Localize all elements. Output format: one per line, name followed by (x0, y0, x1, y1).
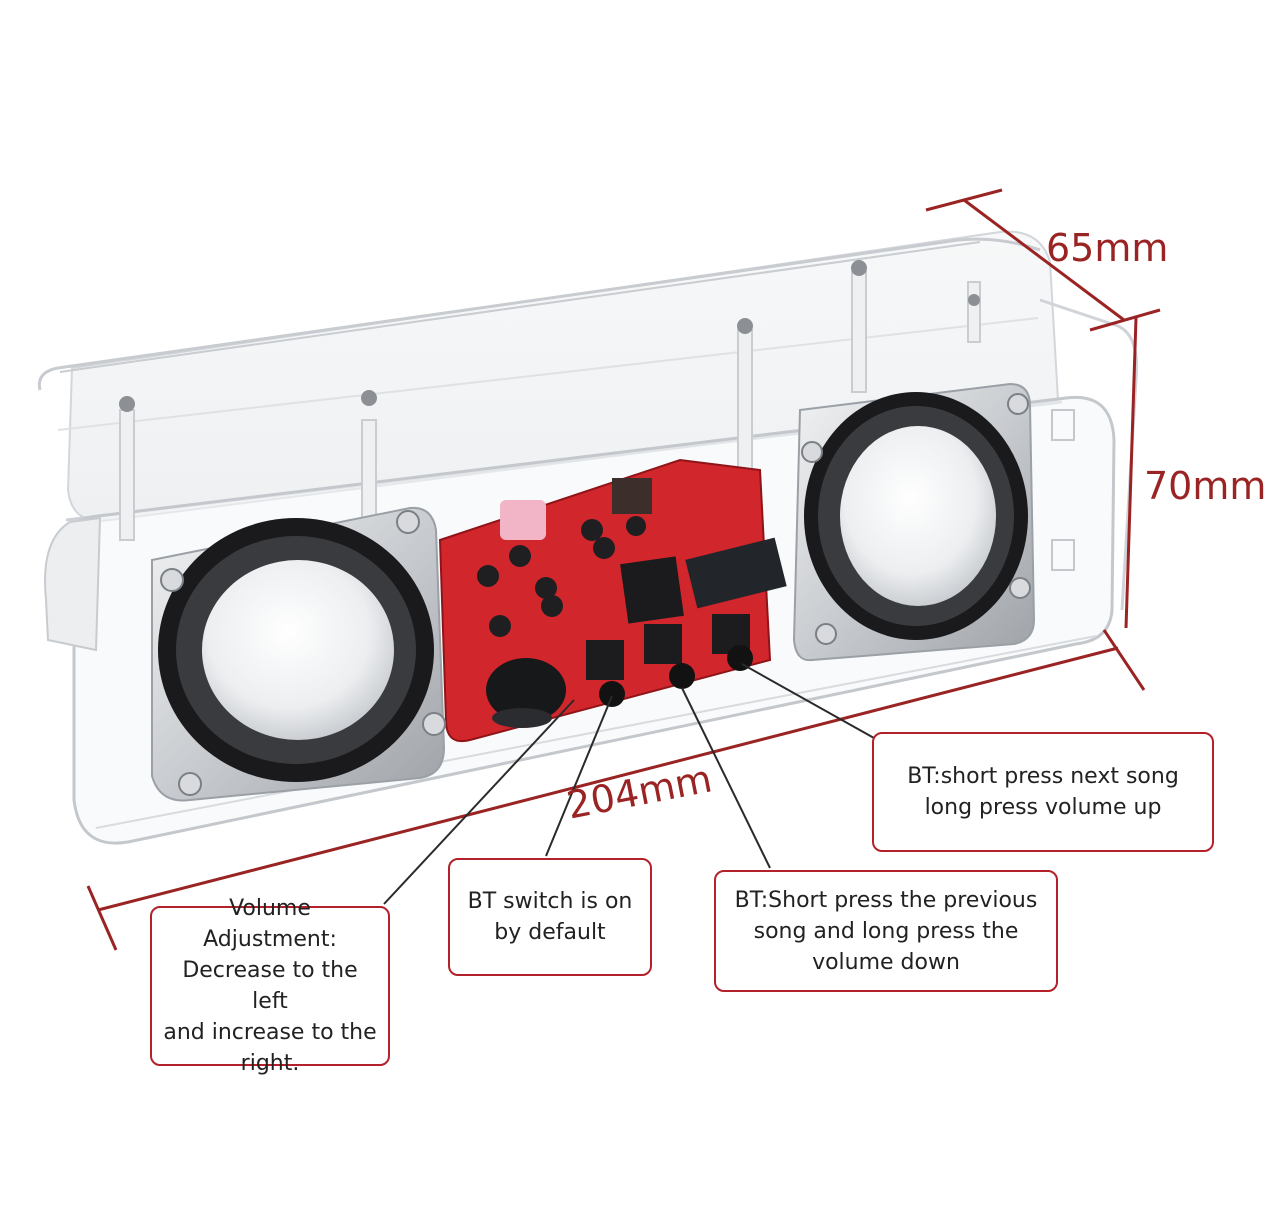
height-dimension: 70mm (1144, 464, 1267, 508)
callout-line: Decrease to the left (182, 958, 358, 1014)
callout-line: BT switch is on (467, 889, 633, 914)
callout-line: and increase to the (163, 1020, 377, 1045)
previous-song-callout: BT:Short press the previous song and lon… (714, 870, 1058, 992)
callout-line: right. (240, 1051, 300, 1076)
right-speaker (792, 382, 1036, 662)
callout-line: Volume Adjustment: (203, 896, 337, 952)
dimension-lines (86, 188, 1161, 951)
back-panel (59, 230, 1139, 611)
callout-line: BT:short press next song (907, 764, 1179, 789)
screws (119, 260, 980, 412)
volume-callout: Volume Adjustment: Decrease to the left … (150, 896, 390, 1076)
leader-lines (383, 663, 875, 905)
callout-line: song and long press the (753, 918, 1019, 944)
callout-line: by default (494, 920, 606, 945)
bt-switch-callout: BT switch is on by default (448, 858, 652, 976)
callout-line: long press volume up (924, 795, 1162, 820)
depth-dimension: 65mm (1046, 226, 1169, 270)
end-cap (44, 516, 102, 652)
next-song-callout: BT:short press next song long press volu… (872, 732, 1214, 852)
circuit-board (438, 458, 787, 742)
callout-line: BT:Short press the previous (734, 887, 1038, 913)
callout-line: volume down (812, 949, 960, 975)
left-speaker (151, 506, 446, 802)
